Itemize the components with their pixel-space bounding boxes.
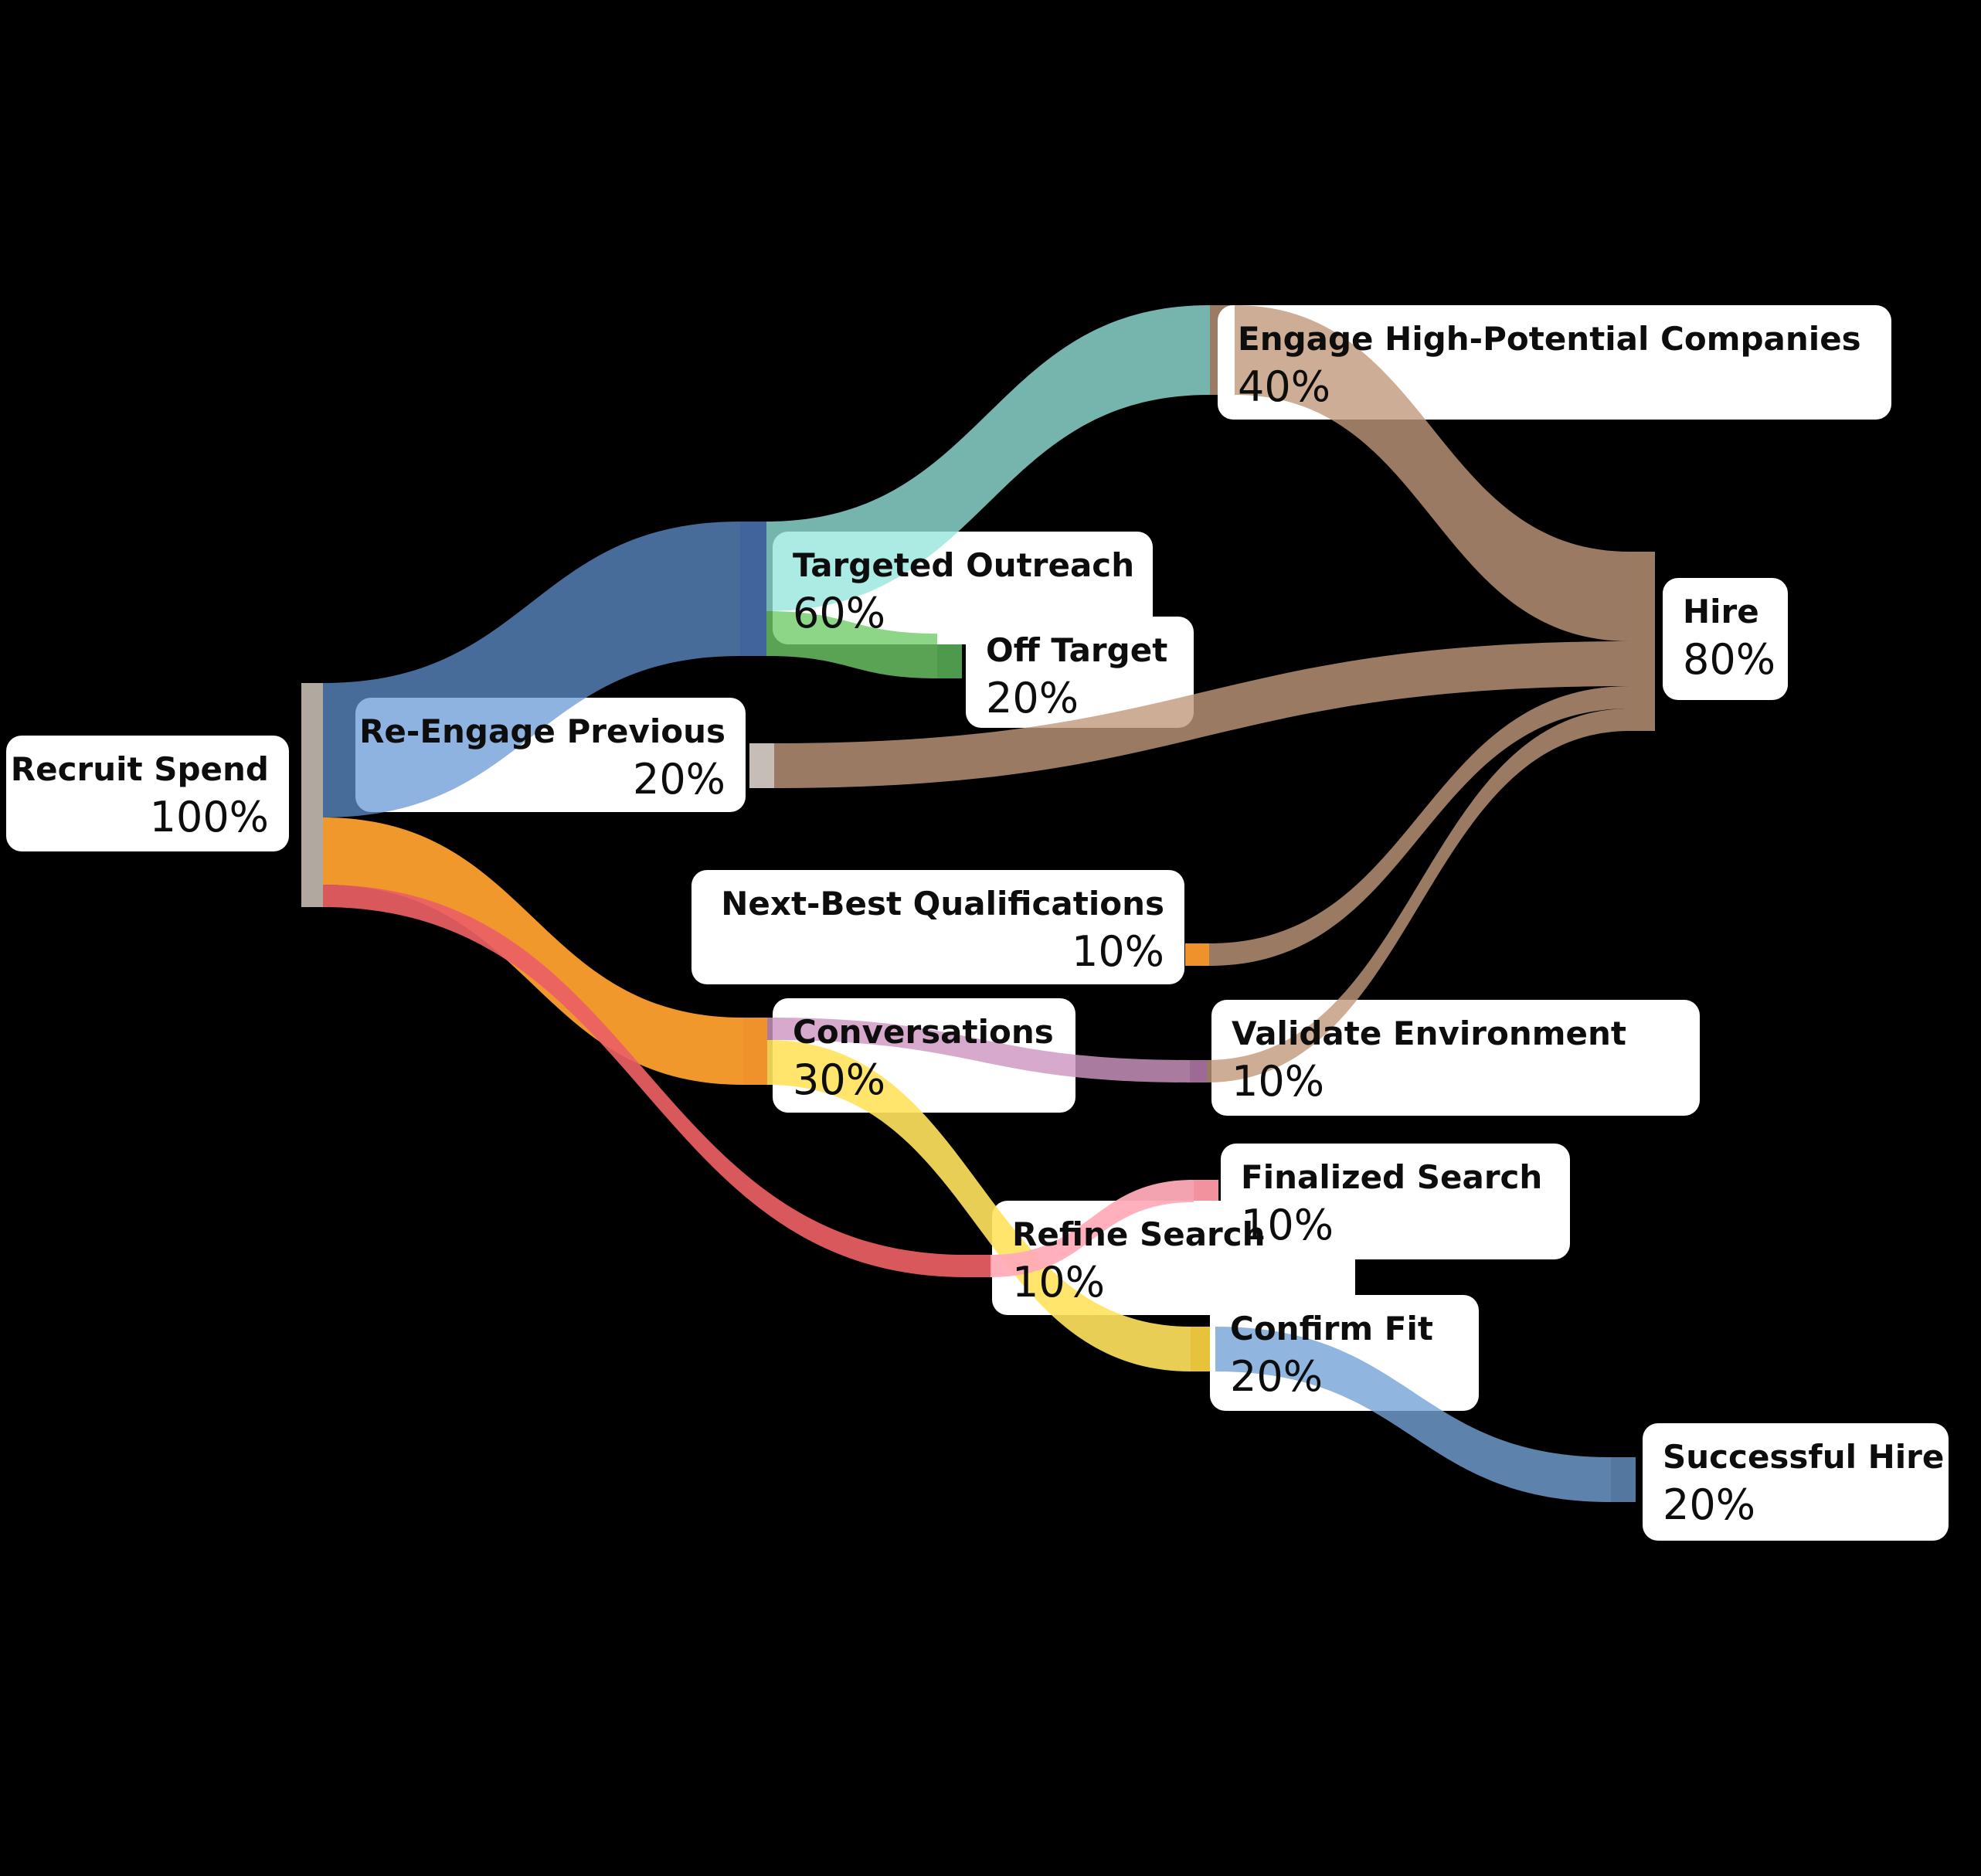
label-value-successful-hire: 20% — [1663, 1480, 1755, 1529]
label-title-next-best-qualifications: Next-Best Qualifications — [721, 885, 1164, 923]
link-confirm-fit-to-successful-hire[interactable] — [1215, 1327, 1611, 1502]
label-box-next-best-qualifications — [691, 870, 1184, 984]
node-targeted-outreach[interactable] — [740, 522, 766, 656]
link-re-engage-previous-to-hire[interactable] — [774, 641, 1630, 788]
label-title-finalized-search: Finalized Search — [1241, 1158, 1542, 1196]
label-title-conversations: Conversations — [793, 1013, 1054, 1051]
label-value-targeted-outreach: 60% — [793, 589, 885, 637]
node-recruit-spend[interactable] — [301, 683, 323, 907]
link-targeted-outreach-to-engage-high-potential[interactable] — [766, 305, 1210, 611]
label-title-refine-search: Refine Search — [1012, 1215, 1266, 1253]
link-validate-environment-to-hire[interactable] — [1207, 709, 1630, 1082]
label-box-recruit-spend — [6, 736, 289, 851]
label-value-next-best-qualifications: 10% — [1072, 927, 1164, 976]
link-conversations-to-validate-environment[interactable] — [767, 1018, 1190, 1082]
label-value-recruit-spend: 100% — [150, 793, 269, 841]
label-value-off-target: 20% — [986, 674, 1079, 722]
link-refine-search-to-finalized-search[interactable] — [991, 1180, 1194, 1277]
label-title-successful-hire: Successful Hire — [1663, 1438, 1944, 1476]
link-engage-high-potential-to-hire[interactable] — [1235, 305, 1630, 641]
label-value-conversations: 30% — [793, 1055, 885, 1104]
label-value-hire: 80% — [1683, 635, 1775, 684]
node-re-engage-previous[interactable] — [749, 743, 774, 788]
link-recruit-spend-to-targeted-outreach[interactable] — [323, 522, 740, 817]
label-title-off-target: Off Target — [986, 631, 1167, 669]
label-value-validate-environment: 10% — [1232, 1057, 1324, 1106]
label-title-targeted-outreach: Targeted Outreach — [793, 546, 1134, 584]
label-title-hire: Hire — [1683, 593, 1759, 630]
link-next-best-qualifications-to-hire[interactable] — [1209, 686, 1630, 966]
node-finalized-search[interactable] — [1194, 1180, 1218, 1202]
node-conversations[interactable] — [743, 1018, 767, 1085]
label-title-validate-environment: Validate Environment — [1232, 1014, 1626, 1052]
label-value-engage-high-potential: 40% — [1238, 362, 1330, 411]
label-value-refine-search: 10% — [1012, 1258, 1105, 1307]
link-recruit-spend-to-refine-search[interactable] — [323, 885, 966, 1277]
node-next-best-qualifications[interactable] — [1185, 943, 1209, 966]
link-conversations-to-confirm-fit[interactable] — [767, 1040, 1191, 1371]
label-title-recruit-spend: Recruit Spend — [11, 750, 269, 788]
label-box-successful-hire — [1643, 1423, 1949, 1541]
label-title-re-engage-previous: Re-Engage Previous — [359, 712, 725, 750]
label-box-finalized-search — [1221, 1144, 1570, 1259]
label-box-off-target — [966, 617, 1194, 728]
label-title-engage-high-potential: Engage High-Potential Companies — [1238, 320, 1861, 358]
label-box-hire — [1663, 578, 1788, 700]
label-value-finalized-search: 10% — [1241, 1201, 1334, 1249]
label-value-re-engage-previous: 20% — [633, 755, 725, 804]
node-refine-search[interactable] — [966, 1255, 991, 1277]
label-value-confirm-fit: 20% — [1230, 1352, 1323, 1401]
node-validate-environment[interactable] — [1190, 1060, 1207, 1082]
node-hire[interactable] — [1630, 552, 1655, 731]
link-recruit-spend-to-conversations[interactable] — [323, 817, 743, 1085]
label-box-validate-environment — [1211, 1000, 1700, 1116]
node-successful-hire[interactable] — [1611, 1457, 1636, 1502]
label-title-confirm-fit: Confirm Fit — [1230, 1310, 1433, 1348]
link-targeted-outreach-to-off-target[interactable] — [766, 611, 937, 678]
